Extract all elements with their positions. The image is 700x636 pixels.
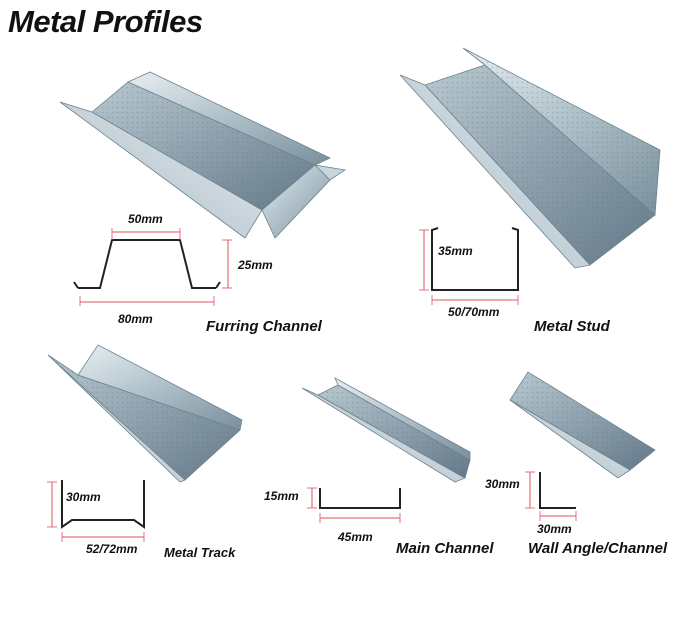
wall-angle-section <box>525 471 577 521</box>
wall-angle-image <box>509 371 656 479</box>
wall-angle-height-label: 30mm <box>485 477 520 491</box>
metal-stud-section <box>419 227 519 305</box>
furring-channel-name: Furring Channel <box>206 318 322 335</box>
furring-width-top-label: 50mm <box>128 212 163 226</box>
metal-track-name: Metal Track <box>164 545 236 560</box>
track-height-label: 30mm <box>66 490 101 504</box>
furring-channel-image <box>59 71 347 239</box>
furring-height-label: 25mm <box>238 258 273 272</box>
metal-stud-image <box>399 47 661 269</box>
main-channel-image <box>301 377 471 483</box>
furring-channel-section <box>73 228 232 306</box>
main-channel-height-label: 15mm <box>264 489 299 503</box>
main-channel-name: Main Channel <box>396 540 494 557</box>
page-title: Metal Profiles <box>8 4 203 39</box>
stud-height-label: 35mm <box>438 244 473 258</box>
wall-angle-width-label: 30mm <box>537 522 572 536</box>
main-channel-section <box>307 487 401 523</box>
stud-width-label: 50/70mm <box>448 305 500 319</box>
furring-width-bottom-label: 80mm <box>118 312 153 326</box>
track-width-label: 52/72mm <box>86 542 138 556</box>
main-channel-width-label: 45mm <box>338 530 373 544</box>
metal-stud-name: Metal Stud <box>534 318 610 335</box>
wall-angle-name: Wall Angle/Channel <box>528 540 668 557</box>
metal-track-image <box>47 344 243 483</box>
metal-track-section <box>47 480 145 542</box>
